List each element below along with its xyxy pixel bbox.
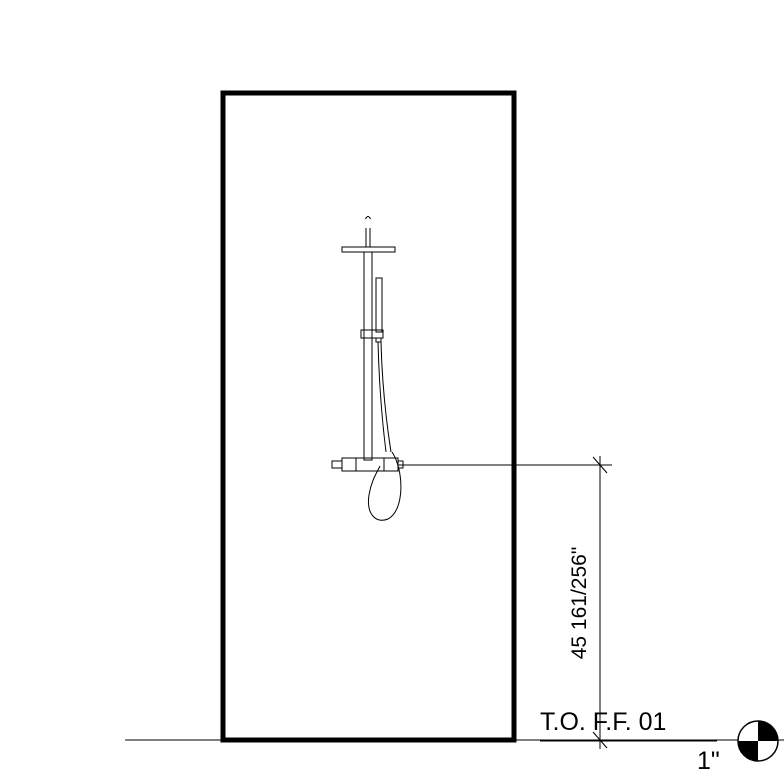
- shower-fixture: [331, 216, 404, 521]
- slide-holder-bracket: [375, 337, 382, 343]
- level-name: T.O. F.F. 01: [540, 708, 666, 736]
- level-marker: T.O. F.F. 01 1": [540, 708, 779, 775]
- shower-hose: [377, 341, 392, 453]
- hand-shower: [375, 277, 383, 333]
- shower-hose-loop: [367, 451, 402, 521]
- rain-shower-head: [341, 246, 396, 253]
- riser-rail: [363, 251, 373, 461]
- dimension-tick-bottom: [592, 731, 608, 749]
- fixture-top-cap: [365, 216, 371, 220]
- shower-enclosure: [220, 90, 517, 743]
- dimension-label: 45 161/256": [568, 547, 591, 660]
- level-datum-symbol: [737, 720, 779, 762]
- height-dimension: [398, 456, 612, 749]
- slide-holder: [360, 329, 384, 339]
- dimension-tick-top: [592, 456, 608, 474]
- mixer-left-handle: [331, 460, 343, 469]
- level-elevation: 1": [697, 747, 720, 775]
